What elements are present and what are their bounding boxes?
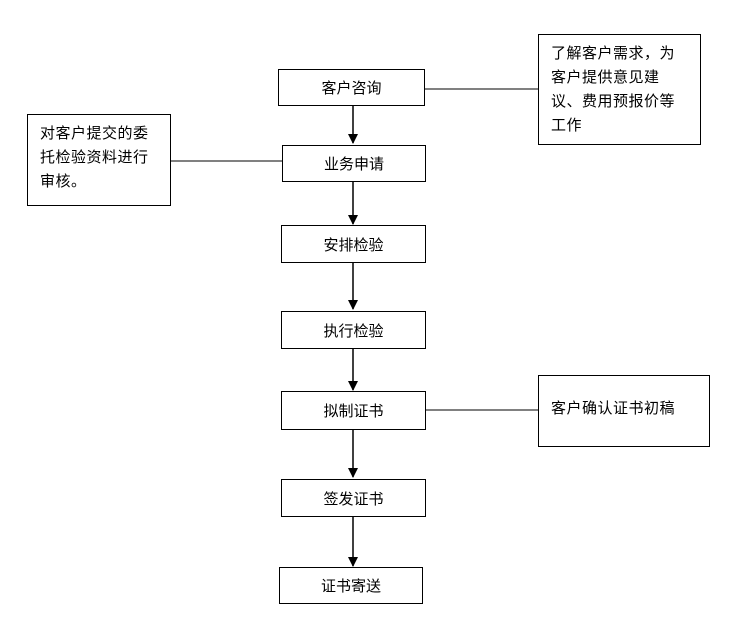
step-customer-consultation: 客户咨询 xyxy=(278,69,425,106)
note-consultation-details: 了解客户需求，为 客户提供意见建 议、费用预报价等 工作 xyxy=(538,34,701,145)
note-confirm-line-1: 客户确认证书初稿 xyxy=(551,399,676,417)
note-draft-confirmation: 客户确认证书初稿 xyxy=(538,375,710,447)
step-execute-inspection: 执行检验 xyxy=(281,311,426,349)
note-consultation-line-4: 工作 xyxy=(551,116,583,134)
step-arrange-inspection: 安排检验 xyxy=(281,225,426,263)
note-consultation-line-1: 了解客户需求，为 xyxy=(551,44,676,62)
note-review-line-2: 托检验资料进行 xyxy=(40,148,149,166)
note-review-line-1: 对客户提交的委 xyxy=(40,124,149,142)
step-draft-certificate: 拟制证书 xyxy=(281,391,426,430)
step-mail-certificate: 证书寄送 xyxy=(279,567,423,604)
note-application-review: 对客户提交的委 托检验资料进行 审核。 xyxy=(27,114,171,206)
step-issue-certificate: 签发证书 xyxy=(281,479,426,517)
note-consultation-line-2: 客户提供意见建 xyxy=(551,68,660,86)
step-business-application: 业务申请 xyxy=(282,145,426,182)
note-review-line-3: 审核。 xyxy=(40,172,87,190)
note-consultation-line-3: 议、费用预报价等 xyxy=(551,92,676,110)
